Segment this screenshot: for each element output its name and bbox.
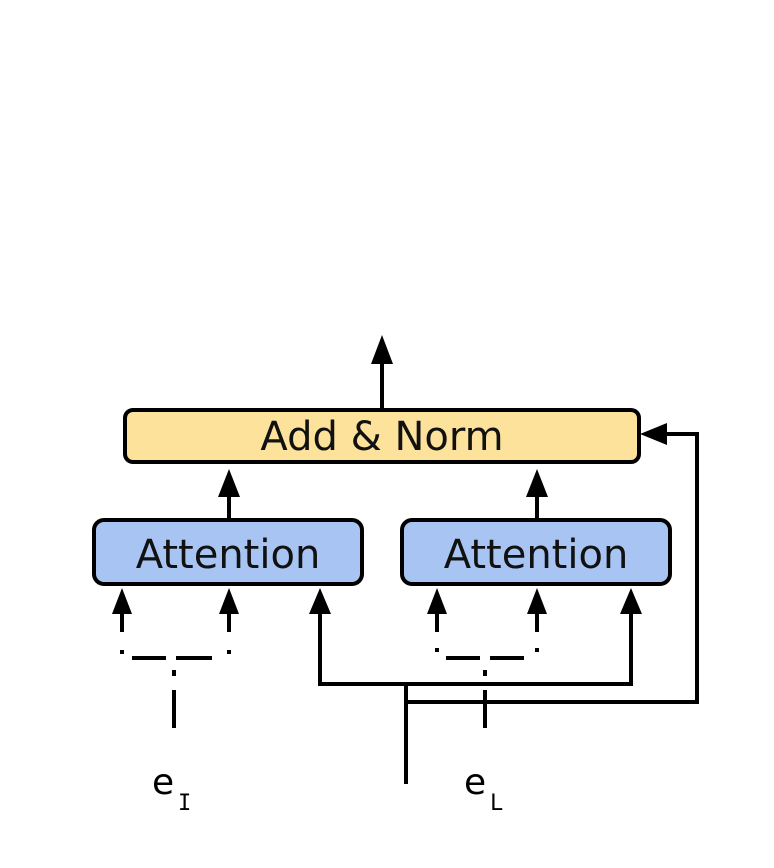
input-right-base: e <box>464 762 486 803</box>
attention-to-addnorm-arrows <box>218 469 548 520</box>
attention-box-left <box>92 518 364 586</box>
add-norm-label: Add & Norm <box>260 414 503 460</box>
left-attention-inputs <box>112 588 239 728</box>
attention-box-right <box>400 518 672 586</box>
add-norm-box <box>123 408 641 464</box>
attention-block-left: Attention <box>92 518 364 586</box>
attention-block-right: Attention <box>400 518 672 586</box>
input-left-subscript: I <box>178 791 191 816</box>
attention-label-left: Attention <box>136 532 321 578</box>
input-label-left: e I <box>152 762 191 816</box>
input-right-subscript: L <box>490 791 503 816</box>
e-l-routing <box>309 423 699 784</box>
output-arrow <box>371 335 393 410</box>
input-left-base: e <box>152 762 174 803</box>
add-norm-block: Add & Norm <box>123 408 641 464</box>
input-label-right: e L <box>464 762 503 816</box>
attention-label-right: Attention <box>444 532 629 578</box>
right-attention-inputs <box>427 588 547 728</box>
